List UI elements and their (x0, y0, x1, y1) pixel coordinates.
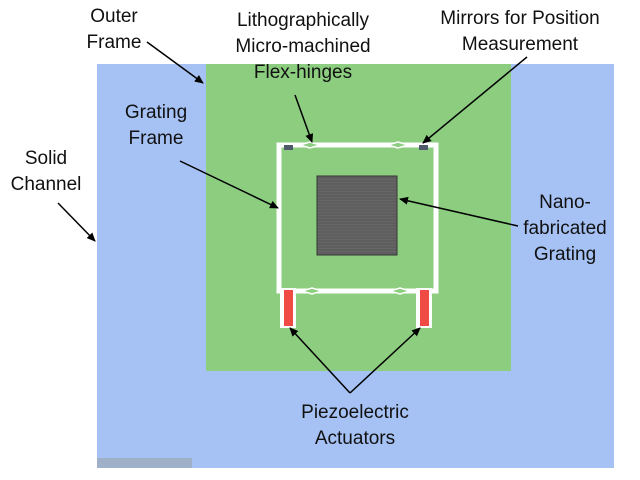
arrow-flex-hinges (294, 94, 314, 143)
label-grating-frame: Grating Frame (108, 100, 204, 152)
flex-hinges-bottom (299, 287, 413, 295)
label-grating: Nano- fabricated Grating (510, 190, 620, 268)
label-solid-channel-line1: Solid (24, 148, 68, 169)
label-flex-hinges-line1: Lithographically (236, 10, 370, 31)
arrow-outer-frame (146, 41, 204, 84)
arrow-actuator-right (349, 327, 421, 394)
label-actuators-line1: Piezoelectric (301, 402, 409, 423)
label-flex-hinges-line3: Flex-hinges (253, 62, 353, 83)
label-solid-channel: Solid Channel (0, 146, 92, 198)
label-grating-line1: Nano- (539, 192, 591, 213)
label-actuators-line2: Actuators (314, 428, 396, 449)
label-outer-frame: Outer Frame (72, 4, 156, 56)
label-outer-frame-line1: Outer (90, 6, 138, 27)
arrow-actuator-left (289, 327, 351, 394)
arrow-solid-channel (57, 202, 96, 242)
channel-corner-strip (97, 458, 192, 468)
arrow-grating (399, 196, 519, 227)
label-solid-channel-line2: Channel (10, 174, 82, 195)
label-mirrors-line2: Measurement (461, 34, 579, 55)
label-grating-line2: fabricated (523, 218, 607, 239)
label-actuators: Piezoelectric Actuators (280, 400, 430, 452)
label-outer-frame-line2: Frame (86, 32, 142, 53)
actuator-left (284, 290, 293, 326)
flex-hinges-top (297, 141, 411, 149)
label-mirrors-line1: Mirrors for Position (440, 8, 600, 29)
label-mirrors: Mirrors for Position Measurement (415, 6, 625, 58)
arrow-mirrors (422, 56, 528, 144)
grating-lines (318, 177, 396, 254)
mirror-right (419, 145, 428, 150)
label-grating-frame-line2: Frame (128, 128, 184, 149)
grating-frame-outline (276, 142, 439, 294)
label-flex-hinges-line2: Micro-machined (235, 36, 371, 57)
label-flex-hinges: Lithographically Micro-machined Flex-hin… (203, 8, 403, 86)
label-grating-line3: Grating (533, 244, 597, 265)
grating-square (316, 175, 398, 256)
mirror-left (284, 145, 293, 150)
label-grating-frame-line1: Grating (124, 102, 188, 123)
actuator-right (420, 290, 429, 326)
arrow-grating-frame (179, 160, 279, 209)
